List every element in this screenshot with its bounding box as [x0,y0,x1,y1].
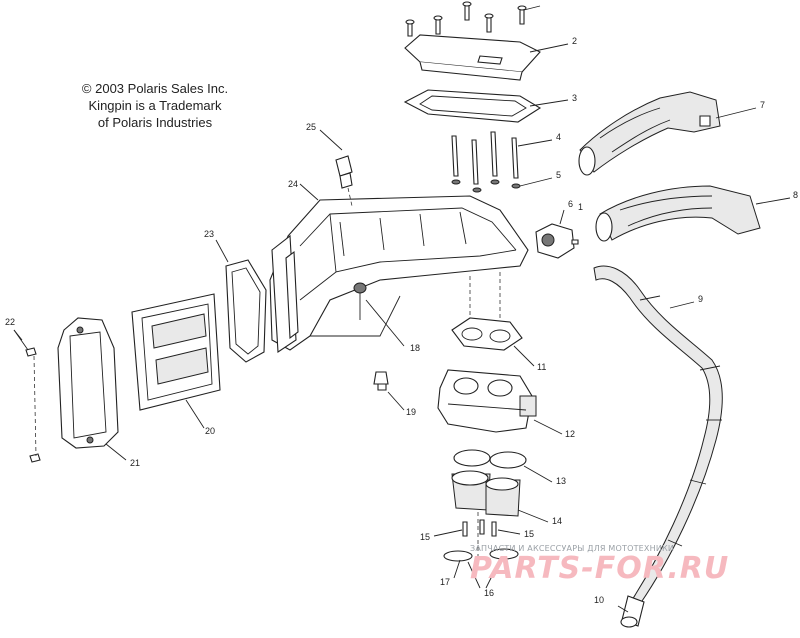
callout-12: 12 [565,429,575,439]
callout-8: 8 [793,190,798,200]
callout-1: 1 [578,202,583,212]
callout-10: 10 [594,595,604,605]
airbox-housing [269,183,529,353]
callout-6: 6 [568,199,573,209]
top-cover [404,34,569,81]
grommet [373,371,405,411]
callout-labels: 1 2 3 4 5 6 7 8 9 10 11 12 13 14 15 15 1… [5,36,798,605]
copyright-line-3: of Polaris Industries [97,115,213,130]
callout-23: 23 [204,229,214,239]
callout-19: 19 [406,407,416,417]
callout-5: 5 [556,170,561,180]
dowel-pins [433,519,521,537]
callout-18: 18 [410,343,420,353]
intake-duct-lower [595,185,791,242]
callout-9: 9 [698,294,703,304]
callout-15a: 15 [420,532,430,542]
callout-14: 14 [552,516,562,526]
watermark: ЗАПЧАСТИ И АКСЕССУАРЫ ДЛЯ МОТОТЕХНИКИ PA… [470,544,800,586]
cover-screws [13,329,41,463]
bolts-and-washers [451,131,553,193]
cover-seal [215,239,267,363]
intake-duct-upper [578,91,757,176]
idle-valve [535,209,579,259]
callout-20: 20 [205,426,215,436]
callout-15b: 15 [524,529,534,539]
copyright-line-2: Kingpin is a Trademark [88,98,222,113]
callout-13: 13 [556,476,566,486]
hose-end-clamp [617,595,645,628]
copyright-notice: © 2003 Polaris Sales Inc. Kingpin is a T… [60,80,250,131]
throttle-gasket [451,272,535,367]
air-temp-sensor [319,129,353,207]
air-filter [131,293,221,429]
callout-24: 24 [288,179,298,189]
watermark-tagline: ЗАПЧАСТИ И АКСЕССУАРЫ ДЛЯ МОТОТЕХНИКИ [470,544,675,553]
callout-17: 17 [440,577,450,587]
callout-4: 4 [556,132,561,142]
intake-boots [451,470,549,523]
drain-fitting [365,299,405,347]
boot-clamps [443,512,519,589]
throttle-body [437,369,563,435]
intake-seal [453,449,553,483]
gasket [403,89,569,123]
watermark-logo: PARTS-FOR.RU [470,551,730,586]
airbox-cover [57,317,127,461]
callout-3: 3 [572,93,577,103]
callout-21: 21 [130,458,140,468]
callout-16: 16 [484,588,494,598]
top-screws [405,1,541,37]
copyright-line-1: © 2003 Polaris Sales Inc. [81,81,229,96]
callout-11: 11 [537,362,546,372]
callout-22: 22 [5,317,15,327]
callout-25: 25 [306,122,316,132]
callout-2: 2 [572,36,577,46]
callout-7: 7 [760,100,765,110]
